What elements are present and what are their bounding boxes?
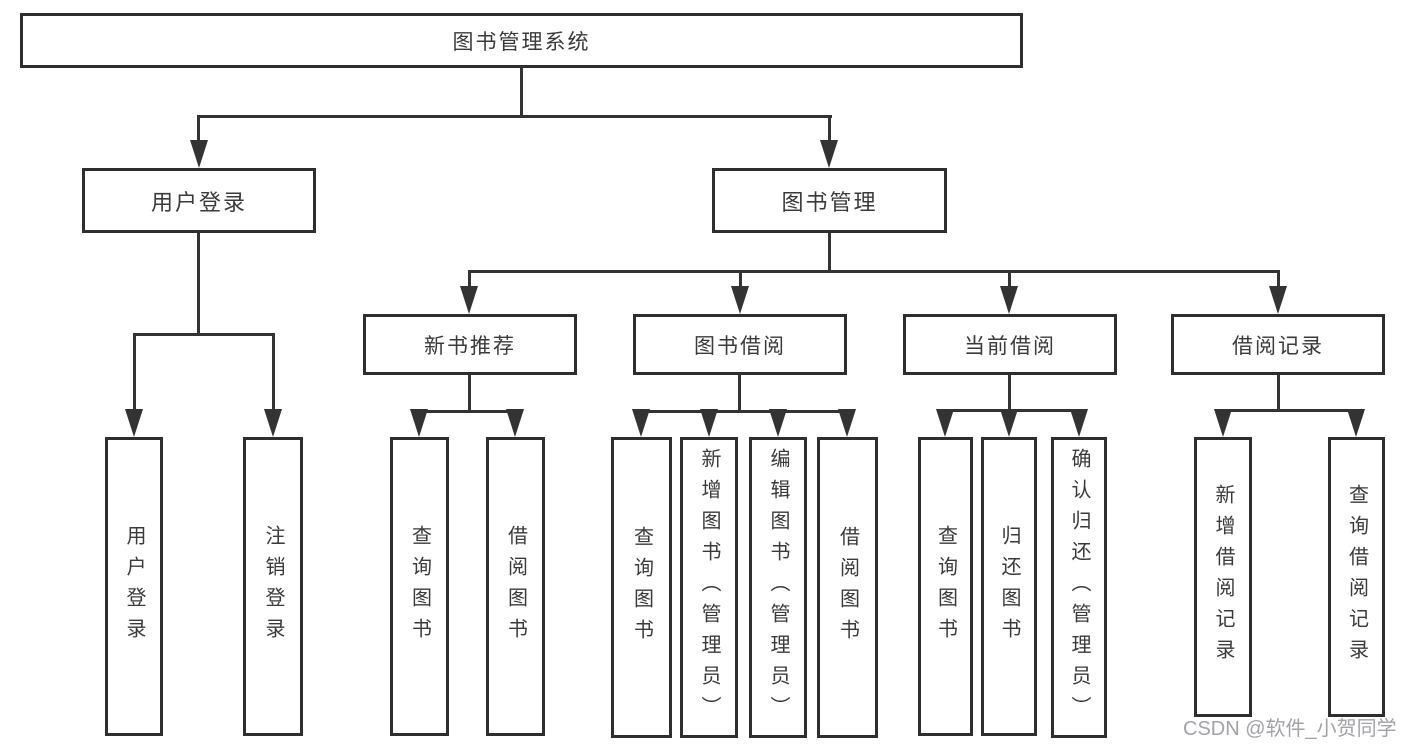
node-current-borrow-label: 当前借阅 [964, 334, 1056, 358]
node-borrow-records: 借阅记录 [1171, 314, 1385, 375]
leaf-user-login-0: 用户登录 [105, 437, 163, 736]
leaf-borrow-2-label: 编辑图书（管理员） [767, 448, 789, 727]
arrow-down-icon [460, 286, 478, 314]
node-book-management: 图书管理 [712, 168, 947, 233]
connector-line [1277, 375, 1280, 412]
leaf-current-1: 归还图书 [981, 437, 1037, 736]
node-borrow-records-label: 借阅记录 [1232, 334, 1324, 358]
node-new-book-recommend: 新书推荐 [363, 314, 577, 375]
connector-line [418, 410, 517, 413]
leaf-records-1: 查询借阅记录 [1328, 437, 1385, 717]
node-book-borrow-label: 图书借阅 [694, 334, 786, 358]
leaf-records-0-label: 新增借阅记录 [1212, 484, 1234, 670]
connector-line [1008, 375, 1011, 412]
connector-line [738, 375, 741, 413]
connector-line [828, 115, 831, 142]
arrow-down-icon [1269, 286, 1287, 314]
arrow-down-icon [632, 409, 650, 437]
arrow-down-icon [936, 409, 954, 437]
leaf-records-0: 新增借阅记录 [1194, 437, 1252, 717]
arrow-down-icon [1000, 409, 1018, 437]
arrow-down-icon [125, 409, 143, 437]
connector-line [828, 233, 831, 273]
arrow-down-icon [700, 409, 718, 437]
leaf-borrow-2: 编辑图书（管理员） [749, 437, 807, 738]
node-user-login-label: 用户登录 [150, 189, 247, 215]
leaf-new-books-0-label: 查询图书 [408, 524, 431, 649]
leaf-borrow-1: 新增图书（管理员） [680, 437, 738, 738]
connector-line [197, 233, 200, 336]
node-root-label: 图书管理系统 [452, 30, 591, 54]
arrow-down-icon [1214, 409, 1232, 437]
arrow-down-icon [769, 409, 787, 437]
connector-line [468, 375, 471, 413]
connector-line [133, 333, 275, 336]
connector-line [468, 270, 1280, 273]
node-new-book-recommend-label: 新书推荐 [424, 334, 516, 358]
leaf-borrow-3: 借阅图书 [817, 437, 878, 738]
arrow-down-icon [190, 140, 208, 168]
arrow-down-icon [264, 409, 282, 437]
connector-line [1277, 270, 1280, 290]
connector-line [468, 270, 471, 290]
leaf-records-1-label: 查询借阅记录 [1345, 484, 1368, 670]
leaf-borrow-1-label: 新增图书（管理员） [698, 448, 720, 727]
leaf-new-books-1: 借阅图书 [486, 437, 545, 736]
arrow-down-icon [410, 409, 428, 437]
leaf-borrow-3-label: 借阅图书 [836, 525, 859, 650]
connector-line [1222, 409, 1358, 412]
node-book-management-label: 图书管理 [781, 189, 878, 215]
connector-line [197, 115, 200, 142]
leaf-user-login-1: 注销登录 [243, 437, 303, 736]
leaf-borrow-0: 查询图书 [611, 437, 672, 738]
node-current-borrow: 当前借阅 [903, 314, 1117, 375]
leaf-current-0-label: 查询图书 [934, 524, 957, 649]
connector-line [197, 115, 832, 118]
connector-line [272, 333, 275, 412]
leaf-current-2: 确认归还（管理员） [1051, 437, 1107, 738]
arrow-down-icon [838, 409, 856, 437]
arrow-down-icon [1347, 409, 1365, 437]
leaf-new-books-0: 查询图书 [390, 437, 449, 736]
node-root: 图书管理系统 [20, 13, 1023, 68]
leaf-current-2-label: 确认归还（管理员） [1068, 448, 1090, 727]
leaf-current-1-label: 归还图书 [998, 524, 1020, 649]
leaf-new-books-1-label: 借阅图书 [504, 524, 527, 649]
leaf-current-0: 查询图书 [918, 437, 973, 736]
arrow-down-icon [820, 140, 838, 168]
arrow-down-icon [506, 409, 524, 437]
arrow-down-icon [1070, 409, 1088, 437]
connector-line [133, 333, 136, 412]
leaf-borrow-0-label: 查询图书 [630, 525, 653, 650]
csdn-watermark: CSDN @软件_小贺同学 [1183, 718, 1397, 740]
leaf-user-login-0-label: 用户登录 [123, 524, 145, 649]
connector-line [739, 270, 742, 290]
node-book-borrow: 图书借阅 [633, 314, 847, 375]
arrow-down-icon [731, 286, 749, 314]
connector-line [640, 410, 848, 413]
connector-line [520, 68, 523, 118]
connector-line [1008, 270, 1011, 290]
leaf-user-login-1-label: 注销登录 [262, 524, 284, 649]
node-user-login: 用户登录 [82, 168, 316, 233]
arrow-down-icon [1000, 286, 1018, 314]
